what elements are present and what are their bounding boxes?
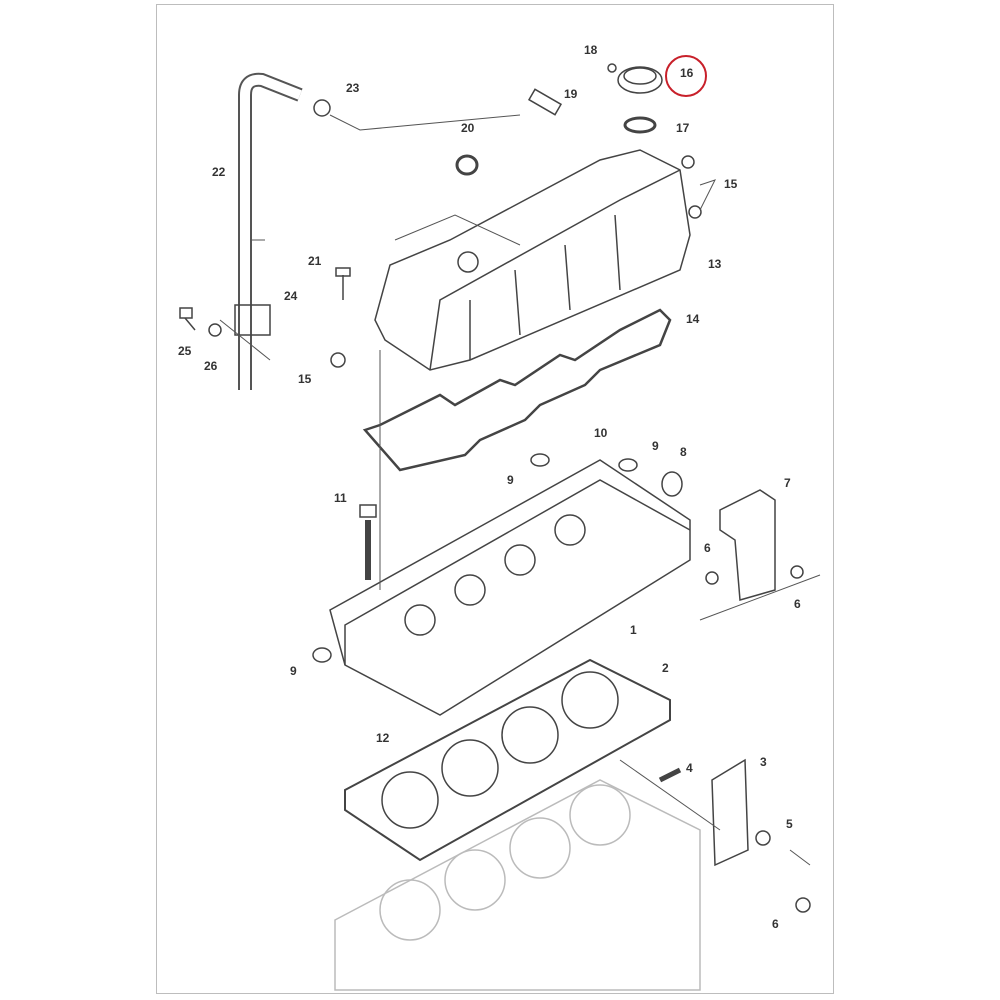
callout-15: 15 bbox=[724, 177, 738, 191]
callout-11: 11 bbox=[334, 491, 347, 505]
callout-18: 18 bbox=[584, 43, 598, 57]
o-ring-17 bbox=[623, 116, 657, 134]
oil-filler-cap bbox=[617, 66, 663, 94]
callout-12: 12 bbox=[376, 731, 390, 745]
callout-20: 20 bbox=[461, 121, 475, 135]
valve-cover-gasket bbox=[362, 308, 672, 472]
callout-22: 22 bbox=[212, 165, 226, 179]
seal-20 bbox=[455, 154, 479, 176]
callout-2: 2 bbox=[662, 661, 669, 675]
callout-6b: 6 bbox=[794, 597, 801, 611]
plate-3 bbox=[711, 758, 749, 867]
callout-9a: 9 bbox=[507, 473, 514, 487]
cylinder-head bbox=[329, 459, 691, 716]
callout-6c: 6 bbox=[772, 917, 779, 931]
callout-21: 21 bbox=[308, 254, 322, 268]
callout-1: 1 bbox=[630, 623, 637, 637]
clamp-24 bbox=[234, 304, 271, 336]
hose-clamp-23 bbox=[313, 99, 331, 117]
callout-17: 17 bbox=[676, 121, 690, 135]
valve-cover bbox=[374, 149, 691, 371]
callout-9b: 9 bbox=[652, 439, 659, 453]
callout-25: 25 bbox=[178, 344, 192, 358]
callout-6a: 6 bbox=[704, 541, 711, 555]
callout-10: 10 bbox=[594, 426, 608, 440]
diagram-frame bbox=[156, 4, 834, 994]
callout-5: 5 bbox=[786, 817, 793, 831]
callout-14: 14 bbox=[686, 312, 700, 326]
callout-15b: 15 bbox=[298, 372, 312, 386]
callout-9c: 9 bbox=[290, 664, 297, 678]
callout-3: 3 bbox=[760, 755, 767, 769]
callout-19: 19 bbox=[564, 87, 578, 101]
callout-7: 7 bbox=[784, 476, 791, 490]
callout-13: 13 bbox=[708, 257, 722, 271]
head-gasket bbox=[344, 658, 671, 862]
callout-23: 23 bbox=[346, 81, 360, 95]
callout-4: 4 bbox=[686, 761, 693, 775]
nut-15 bbox=[330, 352, 346, 368]
callout-24: 24 bbox=[284, 289, 298, 303]
dowel-4 bbox=[658, 767, 682, 783]
callout-8: 8 bbox=[680, 445, 687, 459]
callout-26: 26 bbox=[204, 359, 218, 373]
callout-16[interactable]: 16 bbox=[680, 66, 694, 80]
lifting-bracket-7 bbox=[719, 489, 776, 601]
highlight-circle bbox=[665, 55, 707, 97]
hose-fitting-19 bbox=[527, 88, 563, 116]
engine-block-ghost bbox=[334, 779, 701, 991]
breather-hose bbox=[238, 72, 303, 390]
